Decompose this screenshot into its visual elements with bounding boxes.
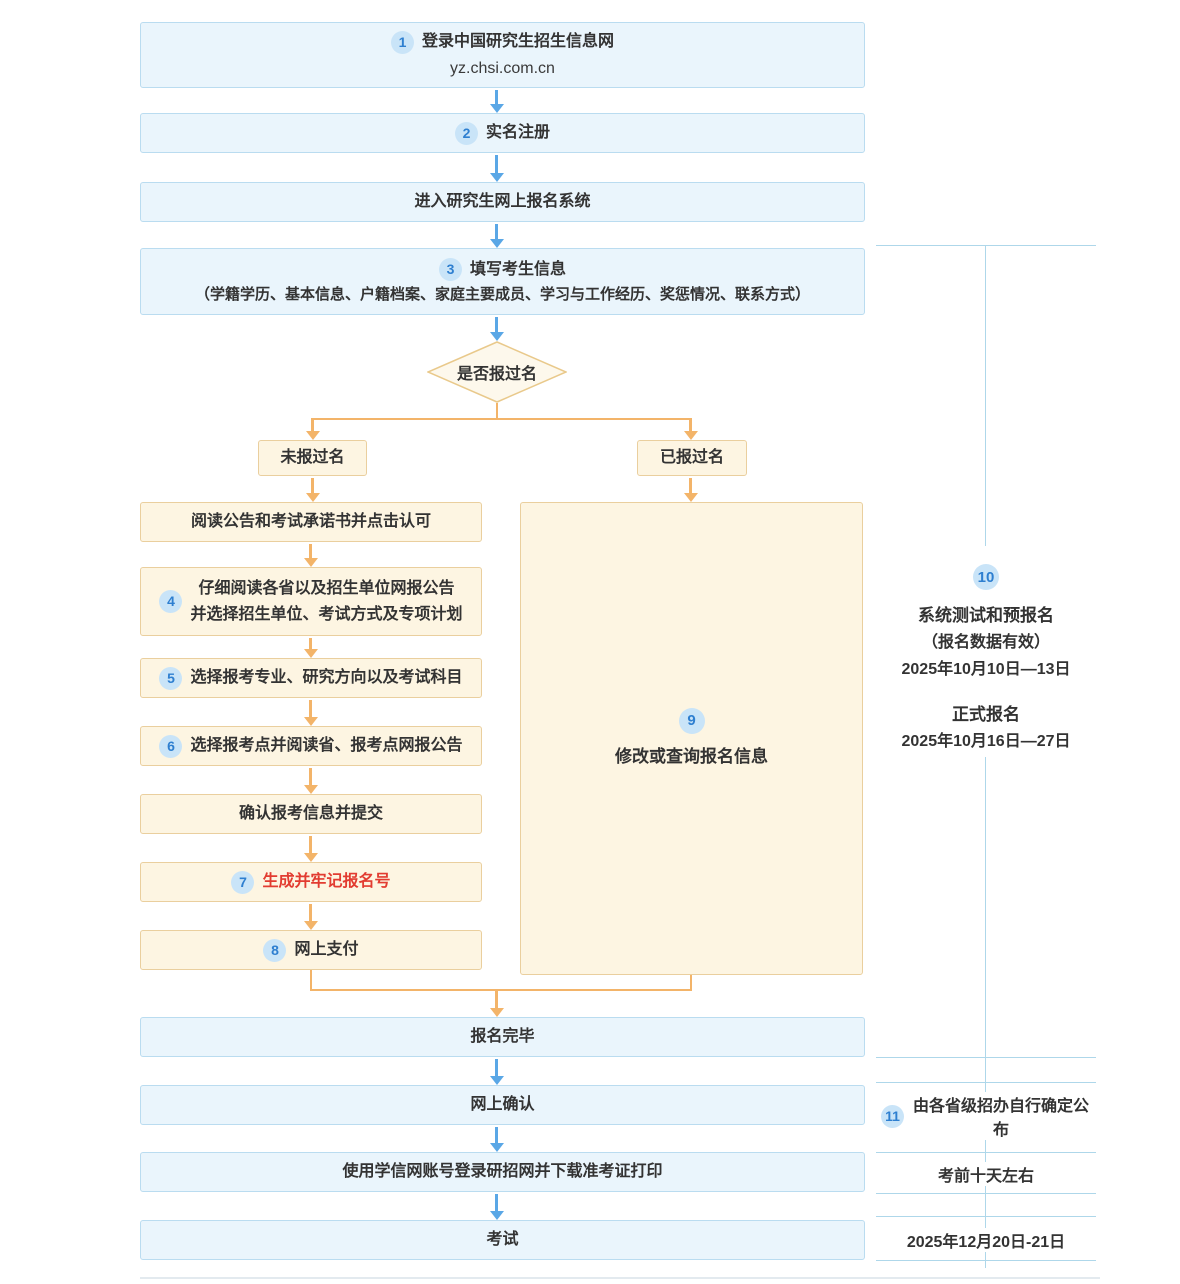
enter-system-box: 进入研究生网上报名系统: [140, 182, 865, 222]
exam-box: 考试: [140, 1220, 865, 1260]
pre-registration-dates: 2025年10月10日—13日: [901, 661, 1071, 678]
flow-arrow-down: [309, 836, 312, 853]
download-note-row: 考前十天左右: [876, 1162, 1096, 1186]
branch-not-registered-box: 未报过名: [258, 440, 367, 476]
flow-arrow-down: [495, 224, 498, 239]
step7-label: 生成并牢记报名号: [262, 873, 391, 891]
download-ticket-label: 使用学信网账号登录研招网并下载准考证打印: [342, 1163, 663, 1181]
step-number-badge: 9: [678, 708, 705, 735]
flow-arrow-down: [309, 768, 312, 785]
decision-diamond: [427, 341, 567, 403]
branch-arrow-left: [311, 418, 314, 431]
step10-badge-wrap: 10: [973, 564, 999, 590]
step5-label: 选择报考专业、研究方向以及考试科目: [190, 669, 463, 687]
step-number-badge: 10: [973, 564, 999, 590]
branch-connector: [311, 418, 691, 420]
timeline-phase-block: 系统测试和预报名 （报名数据有效） 2025年10月10日—13日 正式报名 2…: [876, 602, 1096, 755]
fill-info-label: 填写考生信息: [469, 260, 566, 278]
step-number-badge: 6: [159, 734, 183, 758]
flow-arrow-down: [495, 1059, 498, 1076]
step4-line1: 仔细阅读各省以及招生单位网报公告: [198, 579, 455, 597]
timeline-divider: [876, 1193, 1096, 1194]
download-note-label: 考前十天左右: [932, 1162, 1039, 1186]
step4-line2: 并选择招生单位、考试方式及专项计划: [190, 605, 463, 623]
flow-arrow-down: [309, 638, 312, 649]
branch-arrow-down: [311, 478, 314, 493]
decision-label: 是否报过名: [456, 366, 537, 383]
step8-box: 8 网上支付: [140, 930, 482, 970]
bottom-edge-line: [140, 1277, 1100, 1279]
confirm-submit-box: 确认报考信息并提交: [140, 794, 482, 834]
step-register-label: 实名注册: [485, 124, 550, 142]
timeline-divider: [876, 1216, 1096, 1217]
step4-box: 4 仔细阅读各省以及招生单位网报公告 并选择招生单位、考试方式及专项计划: [140, 567, 482, 636]
step11-label: 由各省级招办自行确定公布: [912, 1098, 1089, 1139]
step-number-badge: 2: [454, 121, 478, 145]
timeline-divider: [876, 1260, 1096, 1261]
online-confirm-box: 网上确认: [140, 1085, 865, 1125]
step-number-badge: 7: [231, 870, 255, 894]
flow-arrow-down: [495, 317, 498, 332]
step6-label: 选择报考点并阅读省、报考点网报公告: [190, 737, 463, 755]
merge-connector: [310, 970, 312, 991]
branch-registered-box: 已报过名: [637, 440, 747, 476]
official-registration-dates: 2025年10月16日—27日: [901, 733, 1071, 750]
merge-connector: [690, 975, 692, 991]
merge-connector: [310, 989, 692, 991]
flow-arrow-down: [309, 700, 312, 717]
official-registration-title: 正式报名: [952, 705, 1020, 724]
flow-arrow-down: [495, 90, 498, 104]
step-number-badge: 4: [159, 590, 183, 613]
exam-dates-row: 2025年12月20日-21日: [876, 1228, 1096, 1252]
step7-box: 7 生成并牢记报名号: [140, 862, 482, 902]
step9-box: 9 修改或查询报名信息: [520, 502, 863, 975]
fill-info-box: 3 填写考生信息 （学籍学历、基本信息、户籍档案、家庭主要成员、学习与工作经历、…: [140, 248, 865, 315]
download-ticket-box: 使用学信网账号登录研招网并下载准考证打印: [140, 1152, 865, 1192]
spacer: [876, 683, 1096, 701]
pre-registration-title: 系统测试和预报名: [918, 606, 1054, 625]
confirm-submit-label: 确认报考信息并提交: [238, 805, 383, 823]
step-register-box: 2 实名注册: [140, 113, 865, 153]
branch-arrow-down: [689, 478, 692, 493]
timeline-line: [985, 757, 986, 1057]
step-login-box: 1 登录中国研究生招生信息网 yz.chsi.com.cn: [140, 22, 865, 88]
merge-arrow-down: [495, 991, 498, 1008]
flow-arrow-down: [495, 155, 498, 173]
step8-label: 网上支付: [294, 941, 359, 959]
finish-label: 报名完毕: [470, 1028, 535, 1046]
pre-registration-note: （报名数据有效）: [921, 634, 1050, 651]
branch-connector: [496, 403, 498, 419]
timeline-divider: [876, 1082, 1096, 1083]
step5-box: 5 选择报考专业、研究方向以及考试科目: [140, 658, 482, 698]
read-notice-box: 阅读公告和考试承诺书并点击认可: [140, 502, 482, 542]
flow-arrow-down: [495, 1127, 498, 1143]
read-notice-label: 阅读公告和考试承诺书并点击认可: [190, 513, 431, 531]
timeline-line: [985, 245, 986, 546]
site-url-text: yz.chsi.com.cn: [450, 59, 555, 77]
step-login-label: 登录中国研究生招生信息网: [421, 33, 614, 51]
step-number-badge: 8: [263, 938, 287, 962]
fill-info-detail: （学籍学历、基本信息、户籍档案、家庭主要成员、学习与工作经历、奖惩情况、联系方式…: [194, 285, 810, 303]
timeline-divider: [876, 1057, 1096, 1058]
online-confirm-label: 网上确认: [470, 1096, 535, 1114]
timeline-divider: [876, 1152, 1096, 1153]
step-number-badge: 11: [881, 1104, 904, 1128]
flow-arrow-down: [495, 1194, 498, 1211]
branch-not-registered-label: 未报过名: [280, 449, 345, 467]
step-number-badge: 3: [438, 257, 462, 281]
step-number-badge: 1: [390, 30, 414, 54]
flow-arrow-down: [309, 904, 312, 921]
branch-registered-label: 已报过名: [659, 449, 724, 467]
enter-system-label: 进入研究生网上报名系统: [414, 193, 591, 211]
step11-row: 11 由各省级招办自行确定公布: [876, 1092, 1096, 1140]
branch-arrow-right: [689, 418, 692, 431]
step-number-badge: 5: [159, 666, 183, 690]
exam-label: 考试: [486, 1231, 519, 1249]
timeline-divider: [876, 245, 1096, 246]
exam-dates-label: 2025年12月20日-21日: [901, 1228, 1071, 1252]
step9-label: 修改或查询报名信息: [615, 747, 768, 767]
finish-box: 报名完毕: [140, 1017, 865, 1057]
step6-box: 6 选择报考点并阅读省、报考点网报公告: [140, 726, 482, 766]
flow-arrow-down: [309, 544, 312, 558]
